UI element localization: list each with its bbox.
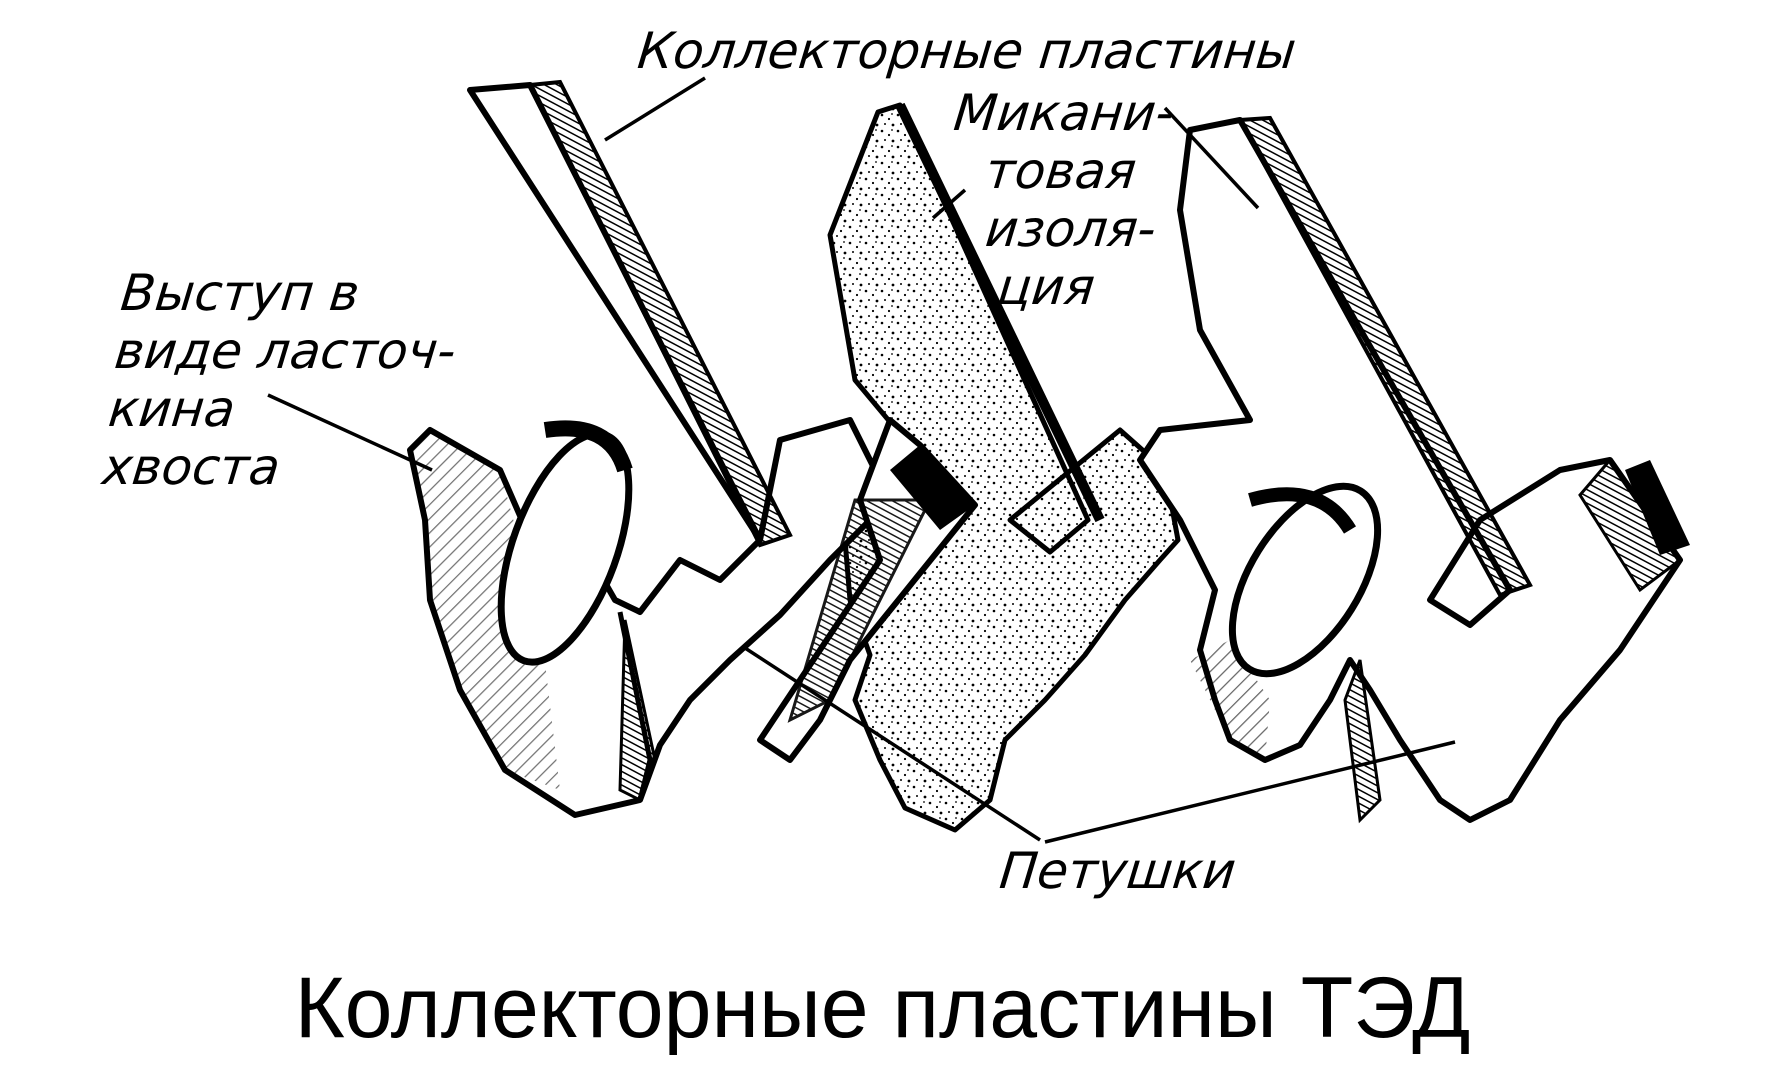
label-micanite-line-4: ция: [994, 258, 1098, 316]
label-micanite-line-1: Микани-: [951, 84, 1177, 142]
collector-plate-left: [407, 79, 893, 818]
label-risers: Петушки: [996, 842, 1239, 900]
collector-plate-right: [1137, 115, 1690, 824]
figure-caption: Коллекторные пластины ТЭД: [294, 960, 1471, 1056]
label-micanite-insulation: Микани- товая изоля- ция: [933, 84, 1177, 316]
label-micanite-line-3: изоля-: [982, 200, 1159, 258]
label-dovetail-line-1: Выступ в: [118, 264, 363, 322]
label-dovetail: Выступ в виде ласточ- кина хвоста: [100, 264, 465, 496]
label-micanite-line-2: товая: [983, 142, 1140, 200]
label-collector-plates: Коллекторные пластины: [634, 22, 1299, 80]
label-dovetail-line-4: хвоста: [99, 438, 283, 496]
riser-left: [757, 417, 978, 763]
leader-lines: [267, 76, 1456, 844]
label-dovetail-line-2: виде ласточ-: [112, 322, 459, 380]
label-dovetail-line-3: кина: [105, 380, 239, 438]
